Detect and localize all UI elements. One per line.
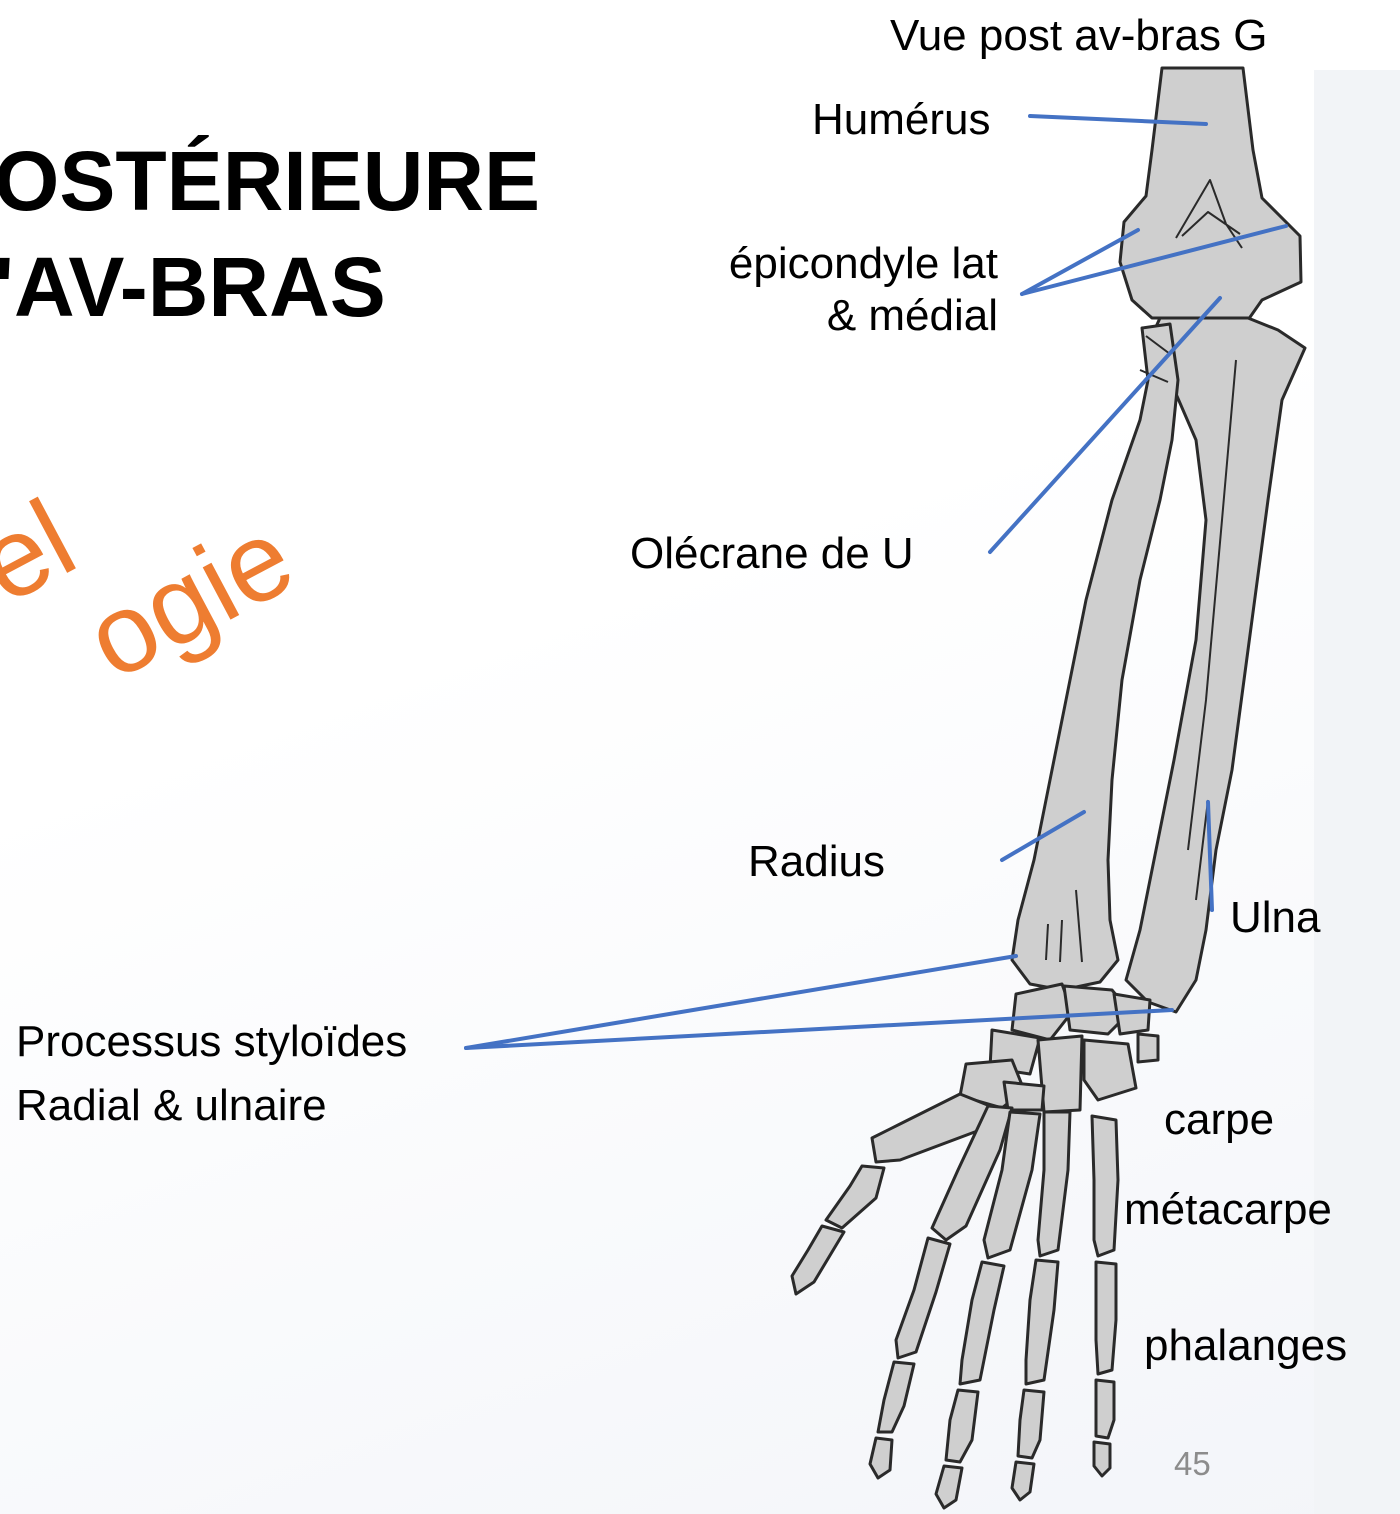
carpal-bone bbox=[1084, 1040, 1136, 1100]
label-phalanges: phalanges bbox=[1144, 1320, 1347, 1372]
index-distal-phalanx bbox=[870, 1438, 892, 1478]
index-middle-phalanx bbox=[878, 1362, 914, 1432]
thumb-distal-phalanx bbox=[792, 1226, 844, 1294]
thumb-proximal-phalanx bbox=[826, 1166, 884, 1228]
label-epicondyle: épicondyle lat & médial bbox=[560, 238, 998, 342]
label-radius: Radius bbox=[748, 836, 885, 888]
middle-distal-phalanx bbox=[936, 1466, 962, 1508]
olecrane-leader-line bbox=[990, 298, 1220, 552]
index-proximal-phalanx bbox=[896, 1238, 950, 1358]
figure-caption: Vue post av-bras G bbox=[890, 10, 1267, 62]
little-distal-phalanx bbox=[1094, 1442, 1110, 1476]
humerus-bone bbox=[1120, 68, 1301, 320]
ring-proximal-phalanx bbox=[1026, 1260, 1058, 1384]
label-olecrane: Olécrane de U bbox=[630, 528, 914, 580]
carpal-bone bbox=[1004, 1082, 1044, 1110]
ring-distal-phalanx bbox=[1012, 1462, 1034, 1500]
label-carpe: carpe bbox=[1164, 1094, 1274, 1146]
label-styloid-line-2: Radial & ulnaire bbox=[16, 1080, 407, 1132]
carpal-bone bbox=[1012, 984, 1072, 1040]
label-styloid-processes: Processus styloïdes Radial & ulnaire bbox=[16, 1016, 407, 1132]
label-styloid-line-1: Processus styloïdes bbox=[16, 1016, 407, 1068]
label-humerus: Humérus bbox=[812, 94, 991, 146]
little-proximal-phalanx bbox=[1096, 1262, 1116, 1374]
ring-middle-phalanx bbox=[1018, 1390, 1044, 1458]
middle-middle-phalanx bbox=[946, 1390, 978, 1462]
page-number: 45 bbox=[1174, 1444, 1211, 1484]
label-epicondyle-line-2: & médial bbox=[560, 290, 998, 342]
carpal-bone bbox=[1038, 1036, 1082, 1112]
little-metacarpal bbox=[1092, 1116, 1118, 1256]
carpal-bone bbox=[1138, 1034, 1158, 1062]
ring-metacarpal bbox=[1038, 1112, 1070, 1256]
label-metacarpe: métacarpe bbox=[1124, 1184, 1332, 1236]
middle-proximal-phalanx bbox=[960, 1262, 1004, 1384]
little-middle-phalanx bbox=[1096, 1380, 1114, 1438]
label-ulna: Ulna bbox=[1230, 892, 1321, 944]
label-epicondyle-line-1: épicondyle lat bbox=[560, 238, 998, 290]
